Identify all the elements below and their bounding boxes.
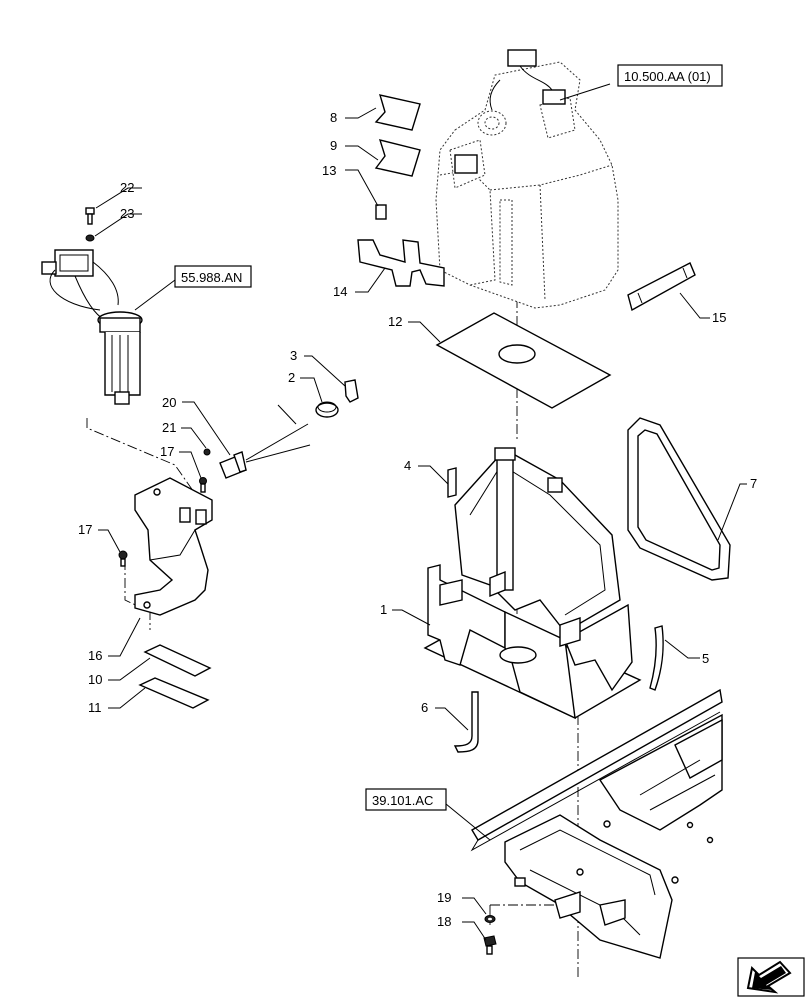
strap-6[interactable] [453, 691, 479, 753]
def-tank[interactable] [435, 49, 619, 309]
callout-12[interactable]: 12 [388, 314, 402, 329]
washer-19[interactable] [484, 915, 496, 923]
arrow-down-left-icon[interactable] [737, 957, 805, 997]
callout-13[interactable]: 13 [322, 163, 336, 178]
bracket-20[interactable] [219, 404, 311, 479]
vehicle-frame[interactable] [470, 688, 723, 959]
callout-21[interactable]: 21 [162, 420, 176, 435]
reference-tank-label: 10.500.AA (01) [624, 69, 711, 84]
callout-18[interactable]: 18 [437, 914, 451, 929]
callout-5[interactable]: 5 [702, 651, 709, 666]
reference-pump-label: 55.988.AN [181, 270, 242, 285]
callout-1[interactable]: 1 [380, 602, 387, 617]
pad-8[interactable] [374, 94, 421, 131]
callout-15[interactable]: 15 [712, 310, 726, 325]
bolt-17-lower[interactable] [118, 550, 128, 567]
leader-lines [94, 83, 747, 941]
callout-9[interactable]: 9 [330, 138, 337, 153]
pad-11[interactable] [138, 677, 210, 709]
bolt-18[interactable] [483, 935, 497, 955]
callout-8[interactable]: 8 [330, 110, 337, 125]
spacer-5[interactable] [649, 625, 664, 691]
callout-17-upper[interactable]: 17 [160, 444, 174, 459]
callout-7[interactable]: 7 [750, 476, 757, 491]
callout-16[interactable]: 16 [88, 648, 102, 663]
callout-4[interactable]: 4 [404, 458, 411, 473]
seal-7[interactable] [627, 417, 731, 581]
reference-frame-label: 39.101.AC [372, 793, 433, 808]
pad-13[interactable] [375, 204, 387, 220]
callout-23[interactable]: 23 [120, 206, 134, 221]
clip-3[interactable] [344, 379, 359, 403]
bolt-17-upper[interactable] [199, 477, 207, 493]
washer-23[interactable] [85, 234, 95, 242]
callout-10[interactable]: 10 [88, 672, 102, 687]
callout-11[interactable]: 11 [88, 700, 102, 715]
pad-9[interactable] [374, 139, 421, 177]
callout-6[interactable]: 6 [421, 700, 428, 715]
callout-2[interactable]: 2 [288, 370, 295, 385]
support-1[interactable] [423, 447, 642, 720]
bracket-16[interactable] [134, 477, 213, 616]
reference-tank[interactable]: 10.500.AA (01) [617, 64, 723, 87]
callout-17-lower[interactable]: 17 [78, 522, 92, 537]
clamp-2[interactable] [315, 401, 339, 418]
pad-10[interactable] [143, 644, 212, 677]
spacer-4[interactable] [447, 467, 457, 498]
callout-14[interactable]: 14 [333, 284, 347, 299]
callout-20[interactable]: 20 [162, 395, 176, 410]
strip-14[interactable] [357, 239, 445, 287]
pump-module[interactable] [41, 249, 143, 405]
bolt-22[interactable] [85, 207, 95, 225]
mat-12[interactable] [435, 312, 612, 409]
reference-pump[interactable]: 55.988.AN [174, 265, 252, 288]
nut-21[interactable] [203, 448, 211, 456]
callouts: 8 9 13 14 15 12 3 2 20 21 17 17 4 5 7 1 … [78, 110, 757, 929]
callout-22[interactable]: 22 [120, 180, 134, 195]
reference-frame[interactable]: 39.101.AC [365, 788, 447, 811]
callout-3[interactable]: 3 [290, 348, 297, 363]
strip-15[interactable] [627, 262, 696, 312]
callout-19[interactable]: 19 [437, 890, 451, 905]
